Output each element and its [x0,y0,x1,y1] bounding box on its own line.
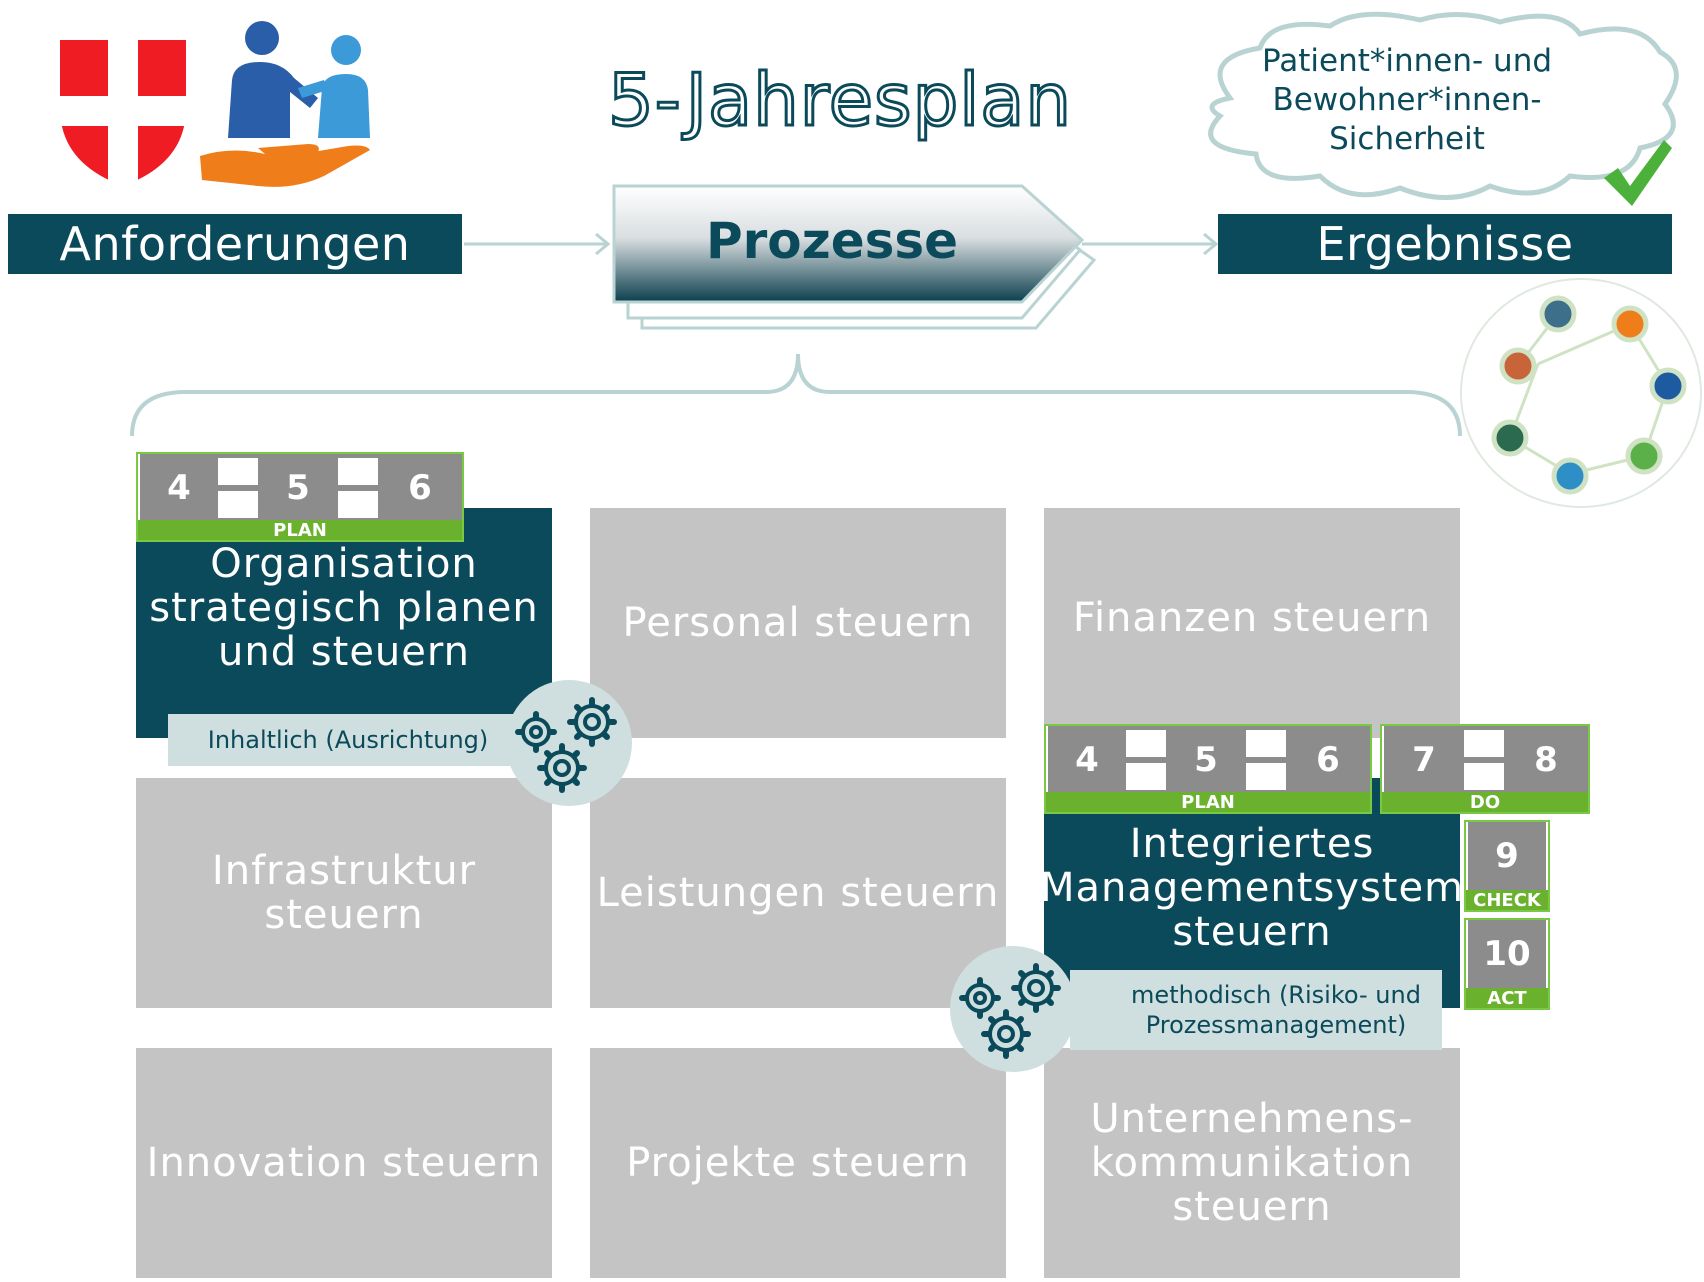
do-steps-badge: 7 8 DO [1380,724,1590,814]
note-inhaltlich: Inhaltlich (Ausrichtung) [168,714,528,766]
plan-band: PLAN [138,520,462,541]
anforderungen-bar: Anforderungen [8,214,462,274]
note-methodisch: methodisch (Risiko- und Prozessmanagemen… [1070,970,1442,1050]
ergebnisse-bar: Ergebnisse [1218,214,1672,274]
step-number: 5 [1166,726,1246,794]
plan-band: PLAN [1046,792,1370,813]
checkmark-icon [1604,140,1672,206]
step-separator [1246,726,1286,794]
prozesse-label: Prozesse [705,212,959,270]
step-number: 6 [1286,726,1370,794]
step-number: 10 [1468,920,1546,988]
arrow-right-icon [464,232,611,256]
vienna-coat-of-arms-icon [60,40,186,186]
gears-icon [515,697,617,793]
prozesse-chevron [612,184,1097,330]
step-number: 5 [258,454,338,522]
step-number: 7 [1384,726,1464,794]
people-care-icon [200,21,370,187]
curly-brace [130,353,1462,437]
step-separator [1464,726,1504,794]
cloud-text: Patient*innen- und Bewohner*innen- Siche… [1261,43,1553,157]
act-step-badge: 10 ACT [1464,918,1550,1010]
plan-steps-badge: 4 5 6 PLAN [136,452,464,542]
tile-infrastruktur[interactable]: Infrastruktur steuern [136,778,552,1008]
step-number: 8 [1504,726,1588,794]
step-number: 4 [140,454,218,522]
gears-icon [959,963,1061,1059]
do-band: DO [1382,792,1588,813]
patient-safety-circle-icon [1460,278,1702,508]
step-number: 4 [1048,726,1126,794]
cloud-shape [1208,11,1679,200]
check-band: CHECK [1466,890,1548,911]
tile-leistungen[interactable]: Leistungen steuern [590,778,1006,1008]
page-title: 5-Jahresplan [606,57,1073,144]
tile-projekte[interactable]: Projekte steuern [590,1048,1006,1278]
tile-finanzen[interactable]: Finanzen steuern [1044,508,1460,738]
plan-steps-badge: 4 5 6 PLAN [1044,724,1372,814]
tile-unternehmenskommunikation[interactable]: Unternehmens- kommunikation steuern [1044,1048,1460,1278]
step-number: 6 [378,454,462,522]
tile-managementsystem[interactable]: Integriertes Managementsystem steuern [1040,778,1463,1008]
step-number: 9 [1468,822,1546,890]
step-separator [338,454,378,522]
tile-innovation[interactable]: Innovation steuern [136,1048,552,1278]
step-separator [1126,726,1166,794]
step-separator [218,454,258,522]
tile-personal[interactable]: Personal steuern [590,508,1006,738]
check-step-badge: 9 CHECK [1464,820,1550,912]
act-band: ACT [1466,988,1548,1009]
tile-organisation[interactable]: Organisation strategisch planen und steu… [136,508,552,738]
arrow-right-icon [1082,232,1219,256]
